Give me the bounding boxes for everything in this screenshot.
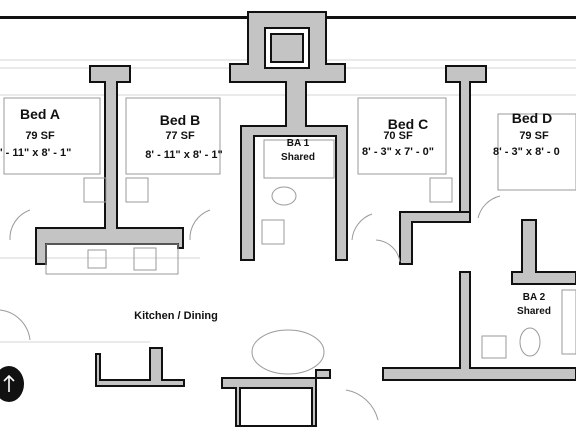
- ba1-note: Shared: [281, 152, 315, 163]
- bed-a-dims: ' - 11" x 8' - 1": [0, 147, 72, 159]
- dining-table: [251, 329, 325, 375]
- bed-a-name: Bed A: [20, 106, 60, 122]
- ba2-sink: [481, 335, 507, 359]
- bed-d-bed: [497, 113, 576, 191]
- ba2-shower: [561, 289, 576, 355]
- kitchen-counter: [45, 243, 179, 275]
- ba1-tub: [263, 139, 335, 179]
- stove: [133, 247, 157, 271]
- bed-b-bed: [125, 97, 221, 175]
- bed-c-area: 70 SF: [383, 130, 413, 142]
- bed-c-name: Bed C: [387, 116, 429, 132]
- up-arrow-icon[interactable]: [0, 366, 24, 402]
- bed-b-dims: 8' - 11" x 8' - 1": [145, 149, 223, 161]
- bed-a-bed: [3, 97, 101, 175]
- bed-c-desk: [429, 177, 453, 203]
- bed-b-desk: [125, 177, 149, 203]
- kitchen-sink: [87, 249, 107, 269]
- ba2-note: Shared: [517, 306, 551, 317]
- ba2-toilet: [519, 327, 541, 357]
- bed-a-area: 79 SF: [25, 130, 55, 142]
- bed-d-name: Bed D: [511, 110, 553, 126]
- ba1-toilet: [271, 186, 297, 206]
- ba1-name: BA 1: [286, 138, 310, 149]
- bed-c-bed: [357, 97, 447, 175]
- ba1-sink: [261, 219, 285, 245]
- furniture: [0, 97, 576, 421]
- bed-d-dims: 8' - 3" x 8' - 0: [493, 146, 560, 158]
- bed-c-dims: 8' - 3" x 7' - 0": [362, 146, 434, 158]
- bed-b-name: Bed B: [159, 112, 201, 128]
- kitchen-dining-label: Kitchen / Dining: [134, 310, 218, 322]
- bed-d-area: 79 SF: [519, 130, 549, 142]
- bed-b-area: 77 SF: [165, 130, 195, 142]
- walls: [0, 11, 576, 427]
- bed-a-desk: [83, 177, 107, 203]
- ba2-name: BA 2: [522, 292, 546, 303]
